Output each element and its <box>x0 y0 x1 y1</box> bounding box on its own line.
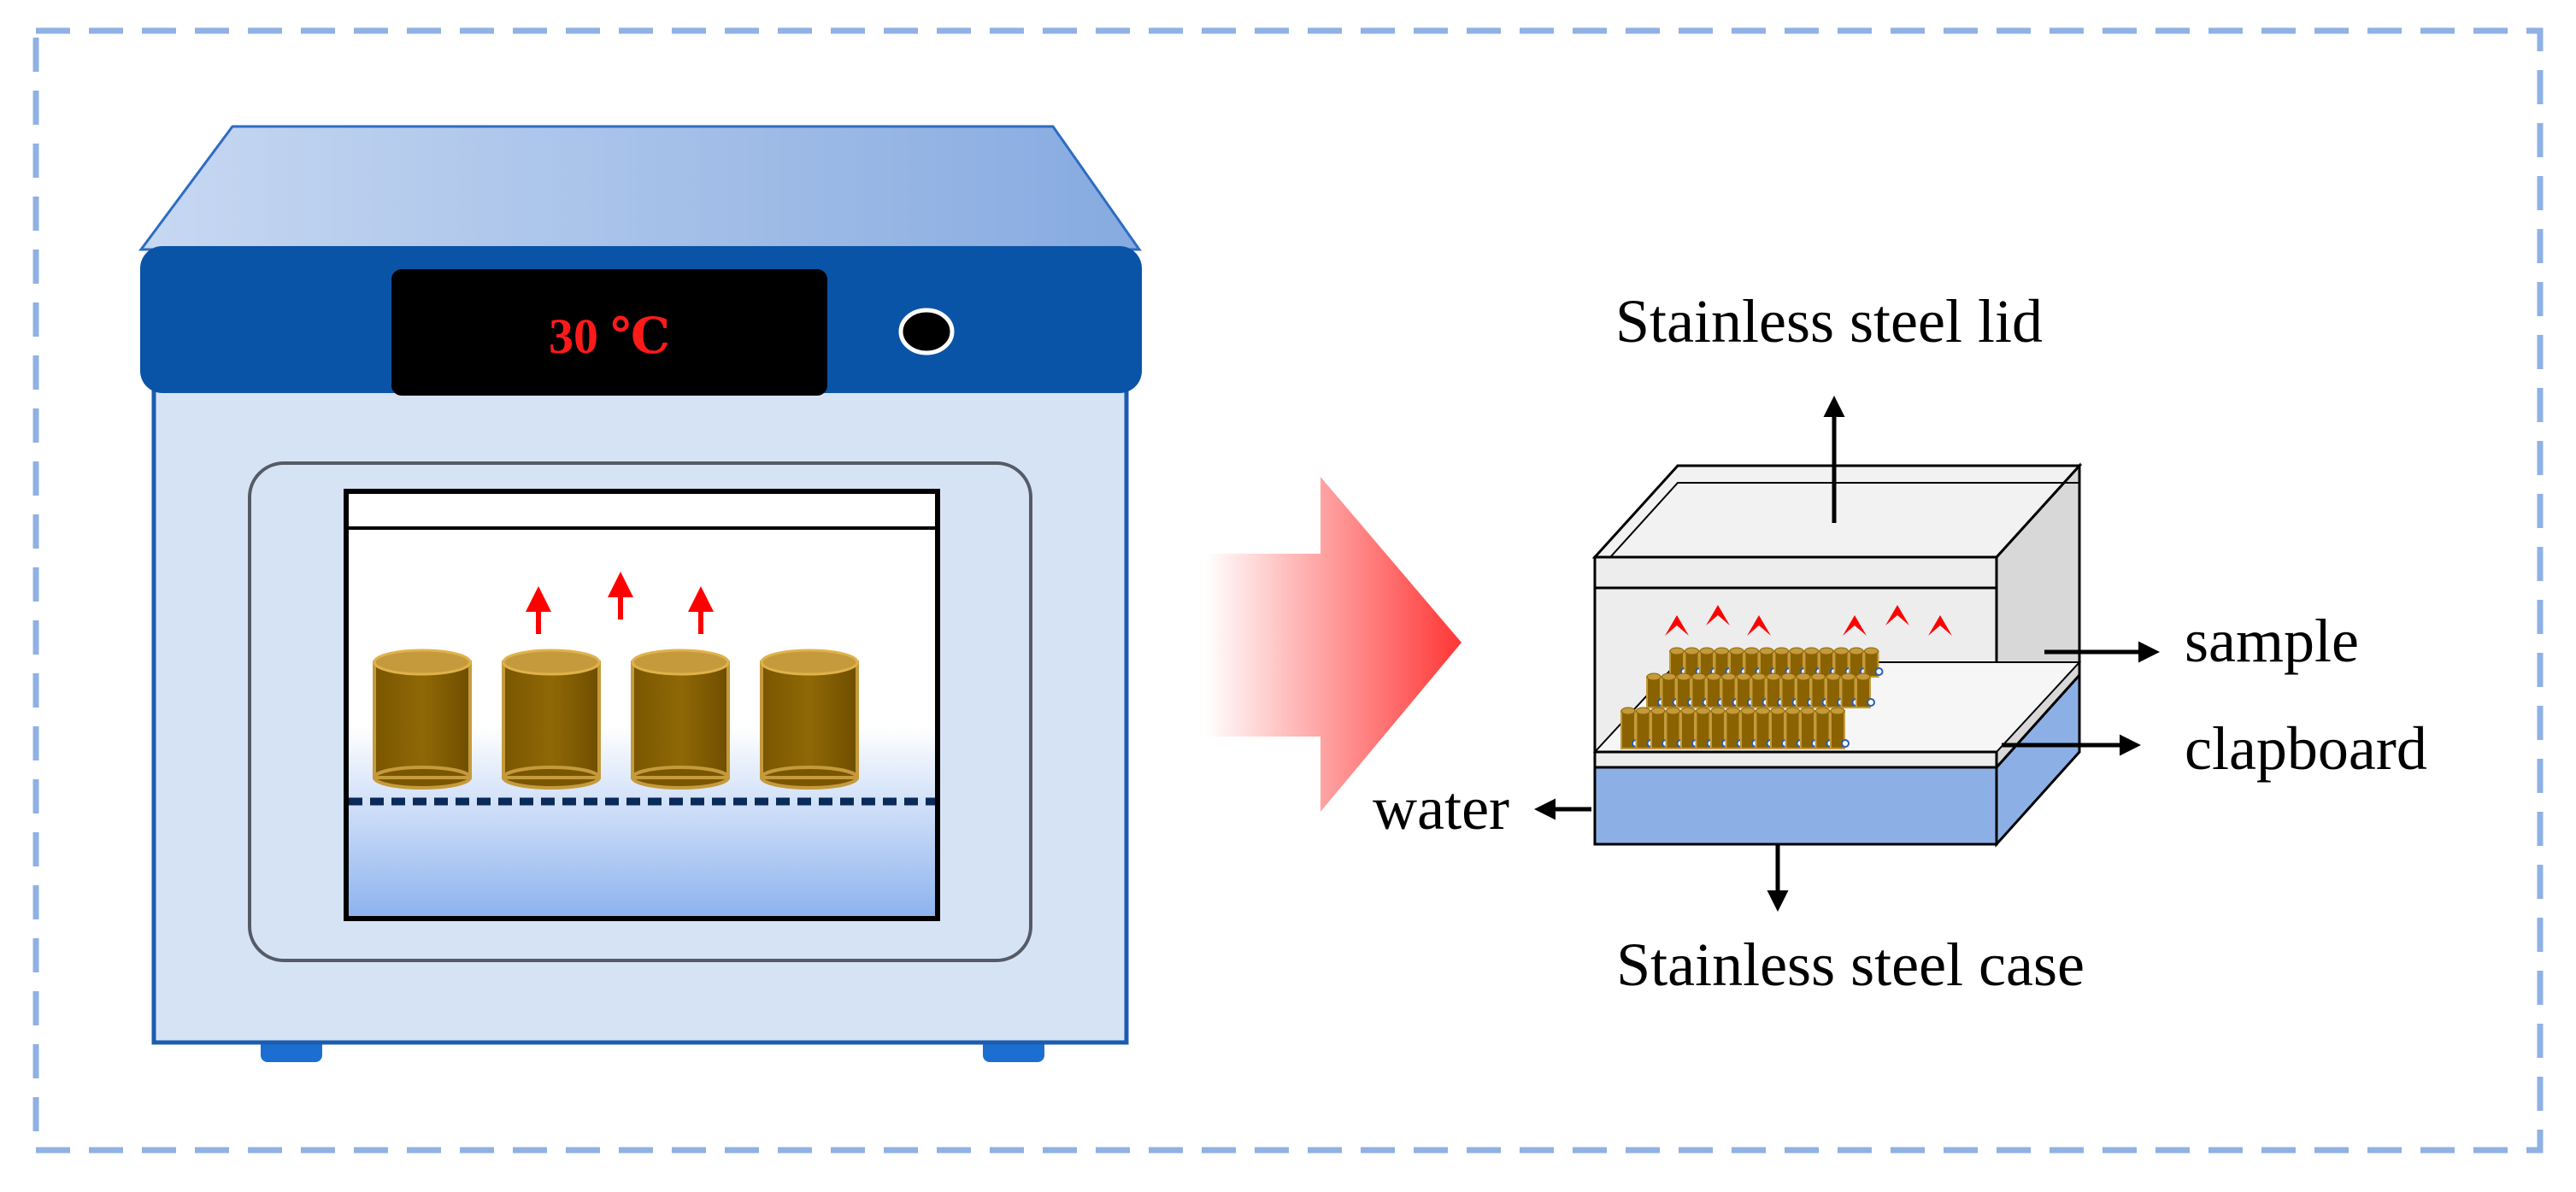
incubator: 30 ℃ <box>138 125 1142 1062</box>
mini-sample-cylinder <box>1740 707 1760 749</box>
label-water: water <box>1373 774 1509 843</box>
steel-lid-edge <box>1594 482 2079 575</box>
incubator-vapor-arrows <box>526 572 714 634</box>
dashed-frame <box>32 27 2544 1154</box>
vapor-arrow-icon <box>1928 615 1952 636</box>
label-arrows <box>1534 396 2160 912</box>
label-case: Stainless steel case <box>1616 931 2085 999</box>
mini-sample-cylinder <box>1720 672 1741 708</box>
vapor-arrow-icon <box>1706 605 1730 625</box>
vapor-arrow-icon <box>1747 615 1771 636</box>
mini-sample-cylinder <box>1800 707 1820 749</box>
sample-cylinder <box>502 649 601 790</box>
water-layer <box>1593 766 1998 846</box>
incubator-top <box>138 125 1142 251</box>
mini-sample-cylinder <box>1635 707 1656 749</box>
mini-sample-cylinder <box>1863 647 1884 678</box>
mini-sample-cylinder <box>1840 672 1861 708</box>
mini-sample-cylinder <box>1830 707 1850 749</box>
mini-sample-cylinder <box>1856 672 1875 708</box>
sample-cylinder <box>631 649 730 790</box>
mini-sample-cylinder <box>1669 647 1689 678</box>
vapor-arrow-icon <box>1843 615 1867 636</box>
temperature-display <box>391 269 827 396</box>
mini-sample-cylinder <box>1766 672 1785 708</box>
temperature-readout: 30 ℃ <box>549 308 670 364</box>
sample-cylinder <box>373 649 472 790</box>
mini-sample-cylinder <box>1814 707 1835 749</box>
label-lid: Stainless steel lid <box>1615 287 2043 355</box>
label-clapboard: clapboard <box>2185 714 2427 783</box>
mini-sample-cylinder <box>1785 707 1805 749</box>
box-vapor-arrows <box>1665 605 1952 636</box>
mini-sample-cylinder <box>1773 647 1794 678</box>
power-knob-icon <box>898 308 955 355</box>
sample-cylinder <box>760 649 859 790</box>
box-samples <box>1620 647 1884 749</box>
vapor-arrow-icon <box>1885 605 1909 625</box>
label-sample: sample <box>2185 607 2359 675</box>
steel-box <box>1591 462 2083 848</box>
steel-lid <box>1591 464 2083 559</box>
mini-sample-cylinder <box>1620 707 1640 749</box>
mini-sample-cylinder <box>1780 672 1801 708</box>
vapor-arrow-icon <box>1665 615 1689 636</box>
big-right-arrow-icon <box>1205 477 1461 812</box>
incubator-samples <box>373 649 859 790</box>
